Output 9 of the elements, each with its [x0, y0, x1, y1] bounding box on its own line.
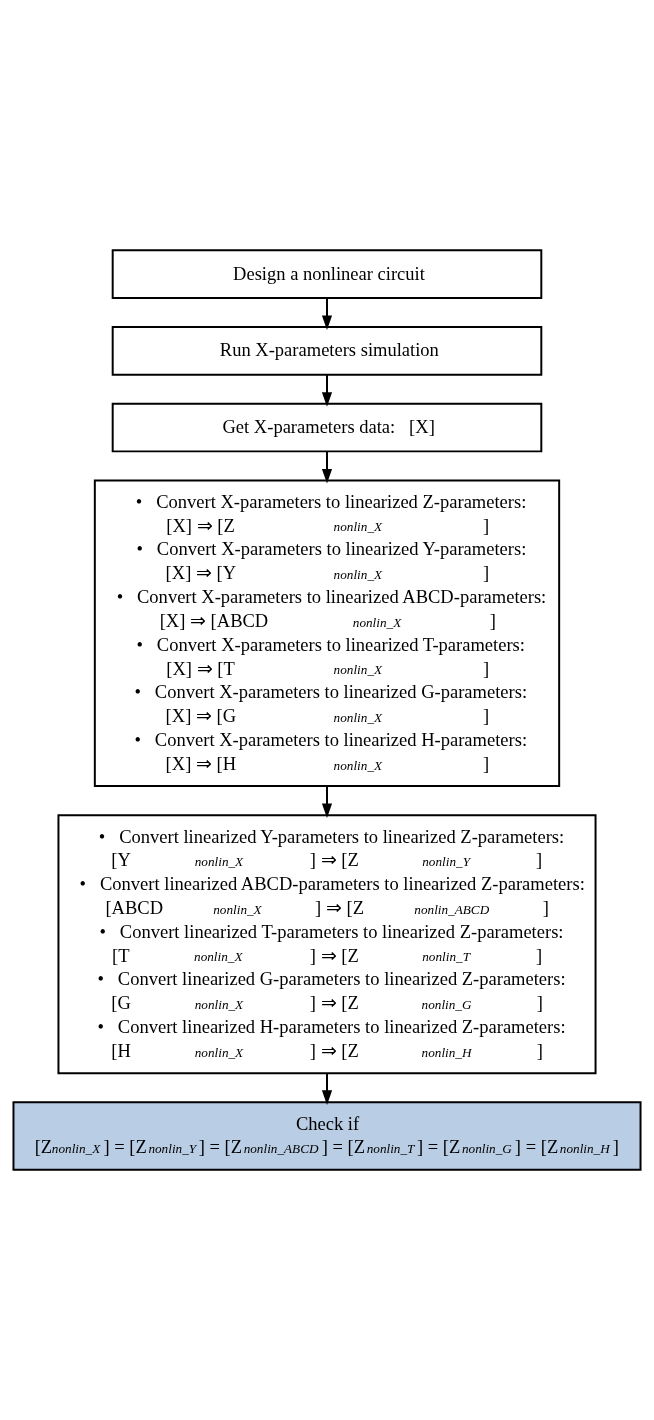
node-box: Design a nonlinear circuit	[111, 249, 543, 299]
node-box: Check if [Znonlin_X] = [Znonlin_Y] = [Znonlin_ABCD] = [Znonlin_T] = [Znonlin_G] = [Znonlin_H]	[12, 1101, 642, 1171]
node-box: Get X-parameters data: [X]	[111, 402, 543, 453]
arrow	[321, 785, 333, 819]
arrow	[321, 450, 333, 484]
arrow	[321, 373, 333, 407]
node-box: Run X-parameters simulation	[111, 326, 543, 376]
arrow	[321, 297, 333, 330]
arrow	[321, 1072, 333, 1105]
